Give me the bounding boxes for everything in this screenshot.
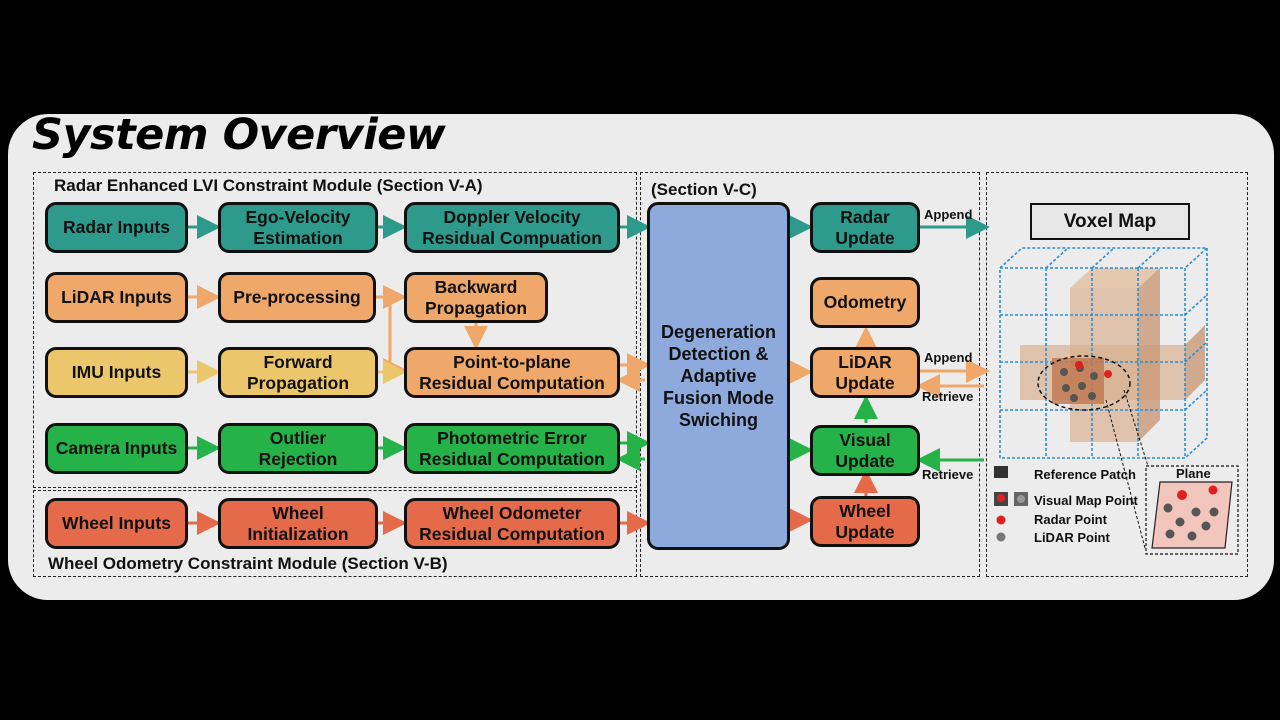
radar-module-label: Radar Enhanced LVI Constraint Module (Se…: [54, 176, 483, 195]
voxel-map-title: Voxel Map: [1030, 203, 1190, 240]
imu-inputs-box: IMU Inputs: [45, 347, 188, 398]
radar-update-box: Radar Update: [810, 202, 920, 253]
wheel-odometer-residual-box: Wheel Odometer Residual Computation: [404, 498, 620, 549]
point-to-plane-residual-box: Point-to-plane Residual Computation: [404, 347, 620, 398]
wheel-update-box: Wheel Update: [810, 496, 920, 547]
photometric-residual-box: Photometric Error Residual Computation: [404, 423, 620, 474]
wheel-initialization-box: Wheel Initialization: [218, 498, 378, 549]
visual-update-box: Visual Update: [810, 425, 920, 476]
radar-inputs-box: Radar Inputs: [45, 202, 188, 253]
append-lidar-label: Append: [924, 350, 973, 365]
backward-propagation-box: Backward Propagation: [404, 272, 548, 323]
lidar-inputs-box: LiDAR Inputs: [45, 272, 188, 323]
outlier-rejection-box: Outlier Rejection: [218, 423, 378, 474]
fusion-section-label: (Section V-C): [651, 180, 757, 199]
wheel-module-label: Wheel Odometry Constraint Module (Sectio…: [48, 554, 448, 573]
append-radar-label: Append: [924, 207, 973, 222]
legend-visual-map-point: Visual Map Point: [1034, 493, 1138, 508]
preprocessing-box: Pre-processing: [218, 272, 376, 323]
lidar-update-box: LiDAR Update: [810, 347, 920, 398]
retrieve-visual-label: Retrieve: [922, 467, 974, 482]
forward-propagation-box: Forward Propagation: [218, 347, 378, 398]
legend-lidar-point: LiDAR Point: [1034, 530, 1110, 545]
legend-reference-patch: Reference Patch: [1034, 467, 1136, 482]
odometry-box: Odometry: [810, 277, 920, 328]
page-title: System Overview: [32, 110, 446, 160]
degeneration-detection-box: Degeneration Detection & Adaptive Fusion…: [647, 202, 790, 550]
radar-module-region: [33, 172, 637, 488]
camera-inputs-box: Camera Inputs: [45, 423, 188, 474]
legend-radar-point: Radar Point: [1034, 512, 1107, 527]
retrieve-lidar-label: Retrieve: [922, 389, 974, 404]
plane-label: Plane: [1176, 466, 1211, 481]
doppler-residual-box: Doppler Velocity Residual Compuation: [404, 202, 620, 253]
wheel-inputs-box: Wheel Inputs: [45, 498, 188, 549]
voxel-map-illustration: [994, 247, 1239, 555]
arrow-pre-to-p2p: [383, 297, 407, 382]
ego-velocity-box: Ego-Velocity Estimation: [218, 202, 378, 253]
